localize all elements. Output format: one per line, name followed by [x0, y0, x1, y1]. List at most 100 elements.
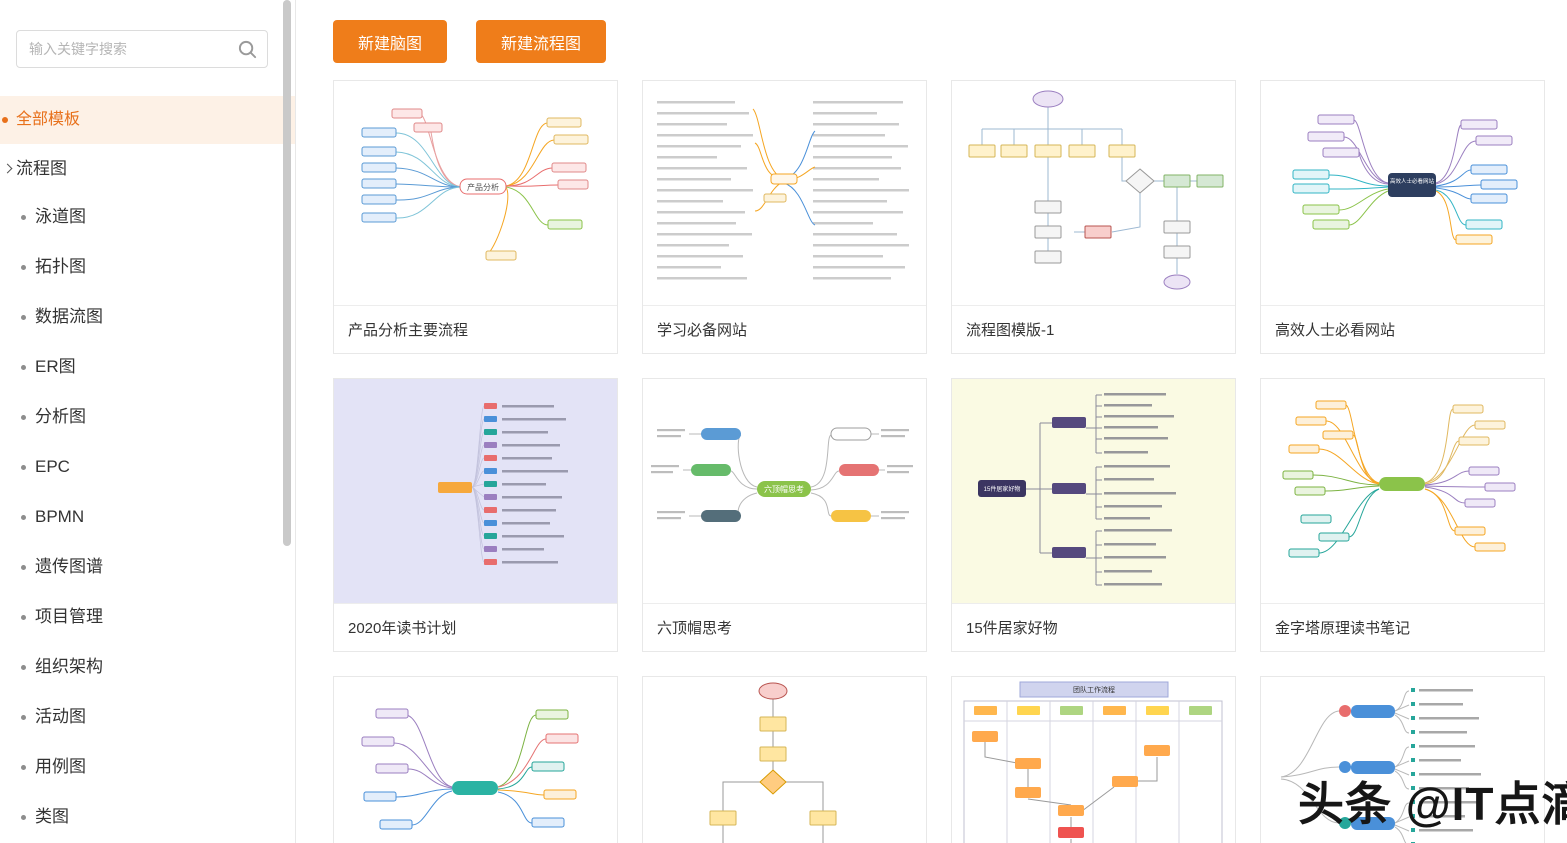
sidebar-item-label: BPMN: [35, 507, 85, 526]
template-thumbnail-tree: 15件居家好物: [952, 379, 1235, 603]
sidebar-category-label: 流程图: [16, 159, 67, 178]
sidebar-item-er[interactable]: ER图: [0, 342, 295, 392]
template-card[interactable]: 团队工作流程: [951, 676, 1236, 843]
bullet-icon: [21, 365, 26, 370]
sidebar-item-label: 类图: [35, 807, 69, 826]
mindmap-preview-graphic: [361, 708, 579, 830]
template-title: 产品分析主要流程: [334, 305, 617, 353]
sidebar-item-topology[interactable]: 拓扑图: [0, 242, 295, 292]
mindmap-preview-graphic: [657, 101, 909, 280]
mindmap-preview-graphic: [1282, 400, 1516, 558]
template-card[interactable]: 流程图模版-1: [951, 80, 1236, 354]
template-thumbnail-mindmap: [334, 379, 617, 603]
bullet-icon: [21, 265, 26, 270]
template-card[interactable]: 15件居家好物 15件居家好物: [951, 378, 1236, 652]
template-thumbnail-mindmap: 六顶帽思考: [643, 379, 926, 603]
thumbnail-center-label: 高效人士必看网站: [1390, 177, 1435, 185]
main-content: 新建脑图 新建流程图: [296, 0, 1567, 843]
template-title: 学习必备网站: [643, 305, 926, 353]
sidebar-scrollbar[interactable]: [283, 0, 291, 546]
flowchart-preview-graphic: [709, 682, 837, 843]
template-grid: 产品分析 产品分析主要流程: [333, 80, 1545, 843]
sidebar-item-label: 遗传图谱: [35, 557, 103, 576]
thumbnail-center-label: 15件居家好物: [984, 485, 1021, 493]
sidebar-item-usecase[interactable]: 用例图: [0, 742, 295, 792]
bullet-icon: [21, 615, 26, 620]
sidebar-item-label: 数据流图: [35, 307, 103, 326]
sidebar-item-label: 组织架构: [35, 657, 103, 676]
mindmap-preview-graphic: 产品分析: [361, 108, 589, 261]
swimlane-preview-graphic: 团队工作流程: [963, 681, 1223, 843]
sidebar-item-label: 项目管理: [35, 607, 103, 626]
template-card[interactable]: [1260, 676, 1545, 843]
sidebar-menu: 全部模板 流程图 泳道图 拓扑图 数据流图 ER图 分析图 EPC BPMN 遗…: [0, 96, 295, 842]
template-card[interactable]: 产品分析 产品分析主要流程: [333, 80, 618, 354]
sidebar-item-label: 全部模板: [16, 111, 81, 128]
template-thumbnail-flowchart: [952, 81, 1235, 305]
template-card[interactable]: 学习必备网站: [642, 80, 927, 354]
template-title: 高效人士必看网站: [1261, 305, 1544, 353]
active-indicator-dot: [2, 117, 8, 123]
sidebar-item-swimlane[interactable]: 泳道图: [0, 192, 295, 242]
template-card[interactable]: [333, 676, 618, 843]
new-mindmap-button[interactable]: 新建脑图: [333, 20, 448, 63]
sidebar-item-bpmn[interactable]: BPMN: [0, 492, 295, 542]
sidebar-item-label: ER图: [35, 357, 76, 376]
sidebar-item-project-mgmt[interactable]: 项目管理: [0, 592, 295, 642]
sidebar-item-all-templates[interactable]: 全部模板: [0, 96, 295, 144]
template-title: 金字塔原理读书笔记: [1261, 603, 1544, 651]
template-thumbnail-mindmap: 高效人士必看网站: [1261, 81, 1544, 305]
toolbar: 新建脑图 新建流程图: [333, 20, 607, 63]
bullet-icon: [21, 315, 26, 320]
bullet-icon: [21, 715, 26, 720]
mindmap-preview-graphic: 六顶帽思考: [651, 427, 913, 522]
bullet-icon: [21, 415, 26, 420]
sidebar-item-genogram[interactable]: 遗传图谱: [0, 542, 295, 592]
template-thumbnail-mindmap: [1261, 379, 1544, 603]
flowchart-preview-graphic: [968, 90, 1224, 290]
bullet-icon: [21, 815, 26, 820]
template-thumbnail-flowchart: [643, 677, 926, 843]
bullet-icon: [21, 665, 26, 670]
thumbnail-center-label: 产品分析: [467, 182, 499, 192]
template-card[interactable]: 六顶帽思考 六顶帽思考: [642, 378, 927, 652]
thumbnail-center-label: 团队工作流程: [1073, 685, 1115, 694]
template-thumbnail-swimlane: 团队工作流程: [952, 677, 1235, 843]
bullet-icon: [21, 215, 26, 220]
sidebar-item-label: 泳道图: [35, 207, 86, 226]
tree-preview-graphic: 15件居家好物: [952, 379, 1235, 603]
sidebar-item-epc[interactable]: EPC: [0, 442, 295, 492]
sidebar-item-label: EPC: [35, 457, 70, 476]
mindmap-preview-graphic: [1280, 688, 1481, 843]
chevron-right-icon: [2, 163, 13, 174]
template-thumbnail-mindmap: 产品分析: [334, 81, 617, 305]
search-box: [16, 30, 268, 68]
template-card[interactable]: [642, 676, 927, 843]
sidebar: 全部模板 流程图 泳道图 拓扑图 数据流图 ER图 分析图 EPC BPMN 遗…: [0, 0, 296, 843]
thumbnail-center-label: 六顶帽思考: [764, 484, 804, 494]
watermark-text: 头条 @IT点滴: [1298, 778, 1567, 830]
sidebar-item-dataflow[interactable]: 数据流图: [0, 292, 295, 342]
bullet-icon: [21, 515, 26, 520]
template-card[interactable]: 2020年读书计划: [333, 378, 618, 652]
bullet-icon: [21, 565, 26, 570]
new-flowchart-button[interactable]: 新建流程图: [476, 20, 607, 63]
sidebar-category-flowchart[interactable]: 流程图: [0, 146, 295, 192]
sidebar-item-analysis[interactable]: 分析图: [0, 392, 295, 442]
sidebar-item-label: 活动图: [35, 707, 86, 726]
template-title: 流程图模版-1: [952, 305, 1235, 353]
sidebar-item-activity[interactable]: 活动图: [0, 692, 295, 742]
template-card[interactable]: 金字塔原理读书笔记: [1260, 378, 1545, 652]
template-thumbnail-mindmap: [643, 81, 926, 305]
mindmap-preview-graphic: [334, 379, 617, 603]
bullet-icon: [21, 765, 26, 770]
template-title: 15件居家好物: [952, 603, 1235, 651]
sidebar-item-class[interactable]: 类图: [0, 792, 295, 842]
search-input[interactable]: [17, 31, 267, 67]
search-icon[interactable]: [237, 39, 258, 60]
sidebar-item-org-chart[interactable]: 组织架构: [0, 642, 295, 692]
template-title: 六顶帽思考: [643, 603, 926, 651]
template-thumbnail-mindmap: [1261, 677, 1544, 843]
template-card[interactable]: 高效人士必看网站 高效人士必看网站: [1260, 80, 1545, 354]
template-title: 2020年读书计划: [334, 603, 617, 651]
